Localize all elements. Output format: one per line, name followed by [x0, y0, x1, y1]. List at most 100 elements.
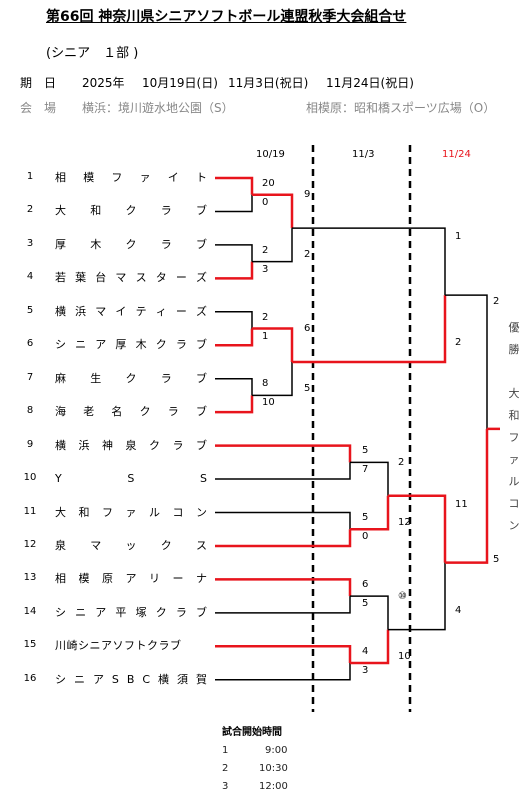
round-date-2: 11/3	[352, 149, 375, 160]
champion-char: フ	[508, 431, 520, 444]
team-number: 6	[26, 338, 34, 350]
team-number: 14	[23, 605, 37, 617]
bracket-line	[215, 261, 254, 280]
team-number: 12	[23, 538, 37, 550]
match-score: 5	[493, 553, 500, 565]
bracket-line	[252, 327, 294, 362]
page-title: 第66回 神奈川県シニアソフトボール連盟秋季大会組合せ	[46, 9, 407, 25]
start-time-3: 12:00	[259, 781, 288, 792]
match-score: 7	[362, 464, 369, 476]
bracket-line	[292, 227, 446, 296]
team-number: 15	[23, 639, 37, 651]
team-number: 11	[23, 505, 37, 517]
team-name: シニア厚木クラブ	[55, 338, 207, 352]
start-time-heading: 試合開始時間	[222, 727, 282, 738]
date-1: 10月19日(日)	[142, 76, 218, 90]
bracket-line	[350, 461, 389, 496]
bracket-line	[252, 228, 293, 263]
bracket-line	[388, 562, 446, 631]
team-number: 4	[26, 271, 34, 283]
bracket-line	[445, 294, 488, 429]
match-score: 10	[398, 650, 411, 662]
bracket-line	[215, 578, 352, 597]
champion-char: コ	[508, 497, 520, 510]
match-score: 6	[304, 322, 311, 334]
bracket-line	[215, 529, 352, 548]
match-score: 5	[304, 382, 311, 394]
start-time-no-1: 1	[222, 745, 229, 756]
champion-char: ン	[508, 519, 520, 532]
team-number: 5	[26, 304, 34, 316]
team-name: 麻生クラブ	[55, 371, 207, 385]
match-score: 9	[304, 189, 311, 201]
match-score: 2	[262, 244, 269, 256]
bracket-line	[215, 377, 253, 396]
bracket-line	[215, 663, 351, 681]
round-date-3: 11/24	[442, 149, 471, 160]
bracket-line	[292, 295, 447, 364]
year-text: 2025年	[82, 76, 125, 90]
match-score: 0	[262, 196, 269, 208]
start-time-2: 10:30	[259, 763, 288, 774]
match-score: 20	[262, 177, 275, 189]
team-name: シニア平塚クラブ	[55, 605, 207, 619]
bracket-line	[215, 176, 254, 195]
match-score: 2	[304, 249, 311, 261]
match-score: 5	[362, 598, 369, 610]
team-name: 海老名クラブ	[55, 405, 207, 419]
bracket-line	[388, 494, 447, 563]
venue-label: 会 場	[20, 101, 57, 115]
champion-char: ル	[508, 475, 520, 488]
bracket-line	[215, 395, 254, 414]
match-score: 2	[398, 456, 405, 468]
match-score: 1	[455, 231, 462, 243]
bracket-line	[252, 361, 293, 397]
team-number: 9	[26, 438, 34, 450]
bracket-line	[215, 244, 253, 262]
match-score: 10	[262, 397, 275, 409]
match-score: 0	[362, 531, 369, 543]
match-score: 3	[262, 263, 269, 275]
match-score: 8	[262, 378, 269, 390]
bracket-line	[252, 193, 294, 229]
match-score: 2	[493, 296, 500, 308]
bracket-line	[215, 511, 351, 530]
team-name: 若葉台マスターズ	[55, 271, 207, 285]
champion-char: 優	[508, 321, 520, 334]
bracket-line	[350, 495, 390, 531]
team-name: 大和クラブ	[55, 204, 207, 218]
date-3: 11月24日(祝日)	[326, 76, 414, 90]
bracket-line	[215, 194, 253, 213]
match-score: 5	[362, 512, 369, 524]
bracket-line	[215, 311, 253, 329]
bracket-line	[215, 596, 351, 614]
match-score: 6	[362, 579, 369, 591]
start-time-no-2: 2	[222, 763, 229, 774]
date-label: 期 日	[20, 76, 57, 90]
team-number: 7	[26, 371, 34, 383]
champion-char: 勝	[508, 343, 520, 356]
team-number: 13	[23, 572, 37, 584]
match-score: 2	[262, 311, 269, 323]
start-time-1: 9:00	[265, 745, 288, 756]
bracket-line	[215, 328, 254, 347]
champion-char: ァ	[508, 453, 520, 466]
team-name: 大和ファルコン	[55, 505, 207, 519]
match-score: 4	[362, 646, 369, 658]
team-number: 3	[26, 237, 34, 249]
bracket-line	[445, 428, 489, 564]
venue-sagamihara: 相模原：昭和橋スポーツ広場（O）	[306, 101, 496, 115]
bracket-line	[215, 645, 352, 664]
team-number: 1	[26, 171, 34, 182]
match-score: ⑩	[398, 590, 407, 602]
team-number: 2	[26, 204, 34, 216]
team-name: 横浜神泉クラブ	[55, 438, 207, 452]
bracket-line	[215, 444, 352, 463]
team-name: 相模原アリーナ	[55, 572, 207, 586]
bracket-line	[350, 629, 390, 665]
date-2: 11月3日(祝日)	[228, 76, 309, 90]
team-name: 厚木クラブ	[55, 237, 207, 251]
